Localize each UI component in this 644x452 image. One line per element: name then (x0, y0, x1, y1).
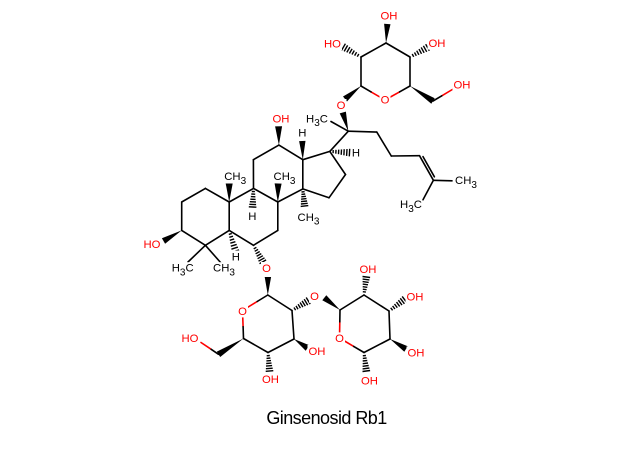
svg-text:O: O (337, 100, 346, 112)
svg-text:OH: OH (361, 375, 378, 387)
svg-text:OH: OH (262, 374, 279, 386)
svg-text:H: H (298, 127, 306, 139)
svg-text:OH: OH (360, 264, 377, 276)
svg-text:OH: OH (454, 80, 471, 92)
svg-text:OH: OH (408, 347, 425, 359)
svg-text:Ginsenosid Rb1: Ginsenosid Rb1 (266, 408, 387, 428)
svg-text:CH3: CH3 (224, 171, 246, 187)
svg-text:H3C: H3C (400, 199, 422, 215)
svg-text:H: H (352, 147, 360, 159)
svg-text:HO: HO (144, 239, 161, 251)
svg-text:O: O (310, 291, 319, 303)
svg-text:OH: OH (429, 38, 446, 50)
svg-text:H: H (248, 211, 256, 223)
svg-text:H: H (232, 251, 240, 263)
svg-text:H3C: H3C (172, 263, 194, 279)
svg-text:CH3: CH3 (213, 263, 235, 279)
svg-text:CH3: CH3 (298, 212, 320, 228)
svg-text:OH: OH (381, 11, 398, 23)
svg-text:H3C: H3C (306, 113, 328, 129)
svg-text:O: O (262, 263, 271, 275)
svg-text:CH3: CH3 (455, 175, 477, 191)
svg-text:O: O (335, 333, 344, 345)
svg-text:O: O (238, 306, 247, 318)
svg-text:CH3: CH3 (274, 171, 296, 187)
svg-text:HO: HO (182, 333, 199, 345)
svg-text:O: O (381, 95, 390, 107)
svg-text:OH: OH (309, 346, 326, 358)
svg-text:OH: OH (273, 114, 290, 126)
svg-text:OH: OH (407, 291, 424, 303)
svg-text:HO: HO (324, 39, 341, 51)
